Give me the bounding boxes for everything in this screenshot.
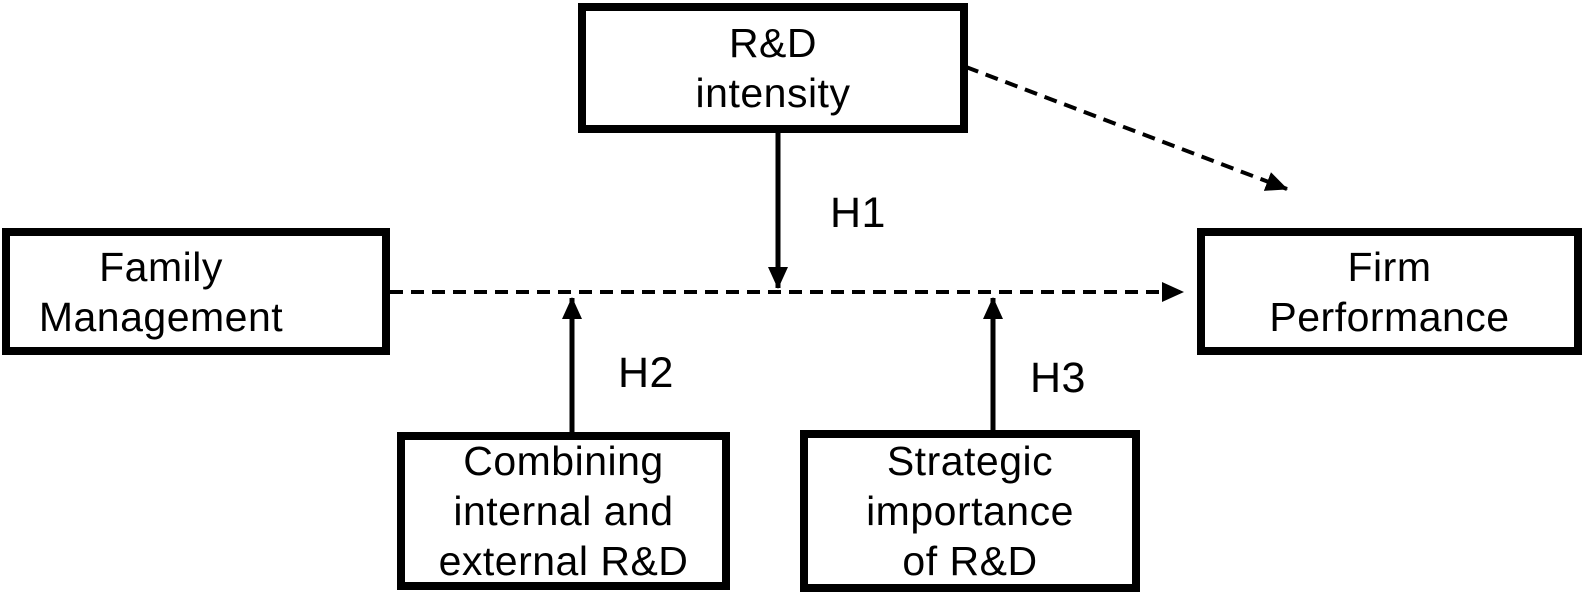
node-combining-internal-external-rd: Combining internal and external R&D [397, 432, 730, 590]
hypothesis-h2-label: H2 [618, 349, 674, 397]
node-family-management: Family Management [2, 228, 390, 355]
node-strategic-importance-of-rd: Strategic importance of R&D [800, 430, 1140, 592]
node-rd-intensity: R&D intensity [578, 3, 968, 133]
edge-rd-intensity-to-firm-dashed-arrow [965, 65, 1288, 191]
node-firm-performance-label: Firm Performance [1269, 243, 1510, 340]
node-rd-intensity-label: R&D intensity [695, 20, 851, 116]
hypothesis-h1-label: H1 [830, 189, 886, 237]
node-family-management-label: Family Management [38, 243, 284, 340]
node-strategic-importance-of-rd-label: Strategic importance of R&D [866, 438, 1074, 584]
hypothesis-h3-label: H3 [1030, 354, 1086, 402]
node-combining-internal-external-rd-label: Combining internal and external R&D [438, 438, 689, 584]
node-firm-performance: Firm Performance [1197, 228, 1582, 355]
